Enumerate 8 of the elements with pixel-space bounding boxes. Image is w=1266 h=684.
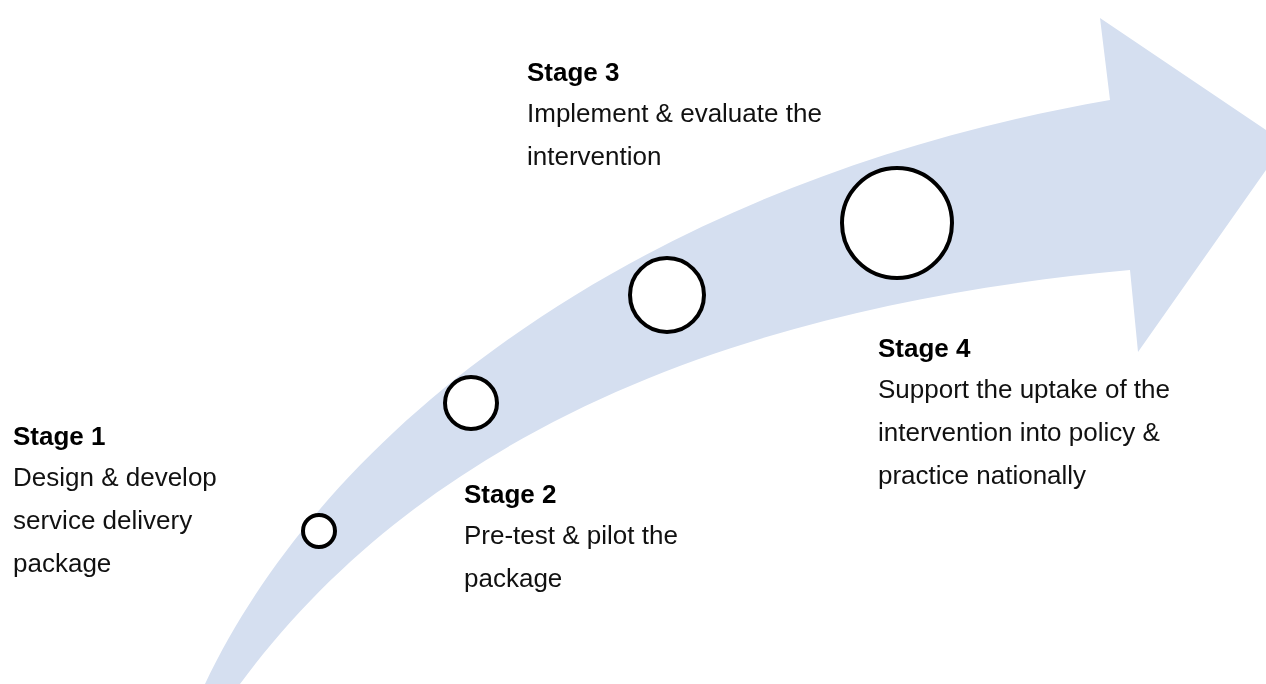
stage-description: Support the uptake of the intervention into policy & practice nationally xyxy=(878,373,1171,492)
stage-heading: Stage 2 xyxy=(464,478,558,511)
stage-description: Design & develop service delivery package xyxy=(13,461,218,580)
stage-description: Pre-test & pilot the package xyxy=(464,519,679,595)
stage-heading: Stage 3 xyxy=(527,56,621,89)
stage-description: Implement & evaluate the intervention xyxy=(527,97,823,173)
stage-heading: Stage 4 xyxy=(878,332,972,365)
stage-heading: Stage 1 xyxy=(13,420,107,453)
